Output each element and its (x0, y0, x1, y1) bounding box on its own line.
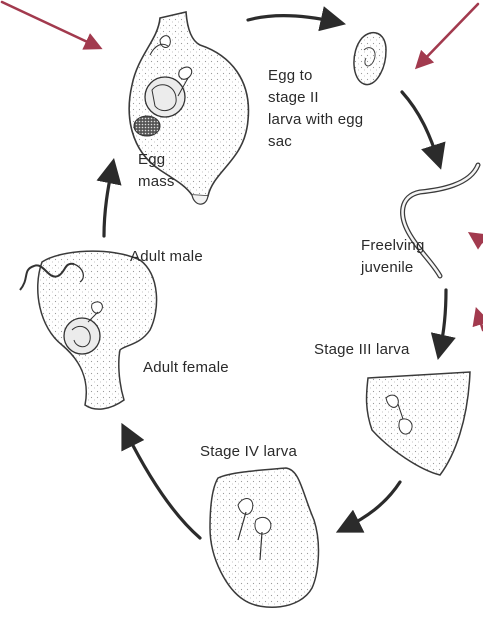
label-mass: mass (138, 172, 175, 191)
egg (354, 33, 386, 85)
label-egg: Egg (138, 150, 165, 169)
label-stage-ii: stage II (268, 88, 319, 107)
label-stage-iv-larva: Stage IV larva (200, 442, 297, 461)
freeliving-juvenile (403, 165, 478, 276)
stage-iv-larva (210, 468, 318, 607)
arrow-root-to-egg (248, 16, 336, 22)
label-adult-male: Adult male (130, 247, 203, 266)
label-larva-with-egg: larva with egg (268, 110, 363, 129)
arrow-stage-iv-to-adults (126, 432, 200, 538)
label-sac: sac (268, 132, 292, 151)
label-egg-to: Egg to (268, 66, 313, 85)
label-stage-iii-larva: Stage III larva (314, 340, 410, 359)
arrow-stage-iii-to-stage-iv (345, 482, 400, 528)
pointer-arrow-juvenile (474, 236, 483, 242)
arrow-egg-to-juvenile (402, 92, 438, 160)
adult-female-in-root (20, 251, 157, 409)
stage-iii-larva (367, 372, 470, 475)
arrow-adults-to-root (104, 168, 112, 236)
pointer-arrow-stage-iii (478, 314, 483, 330)
label-freelving: Freelving (361, 236, 425, 255)
pointer-arrow-egg (420, 4, 478, 64)
label-juvenile: juvenile (361, 258, 413, 277)
arrow-juvenile-to-stage-iii (440, 290, 446, 350)
label-adult-female: Adult female (143, 358, 229, 377)
pointer-arrow-root (2, 2, 96, 46)
